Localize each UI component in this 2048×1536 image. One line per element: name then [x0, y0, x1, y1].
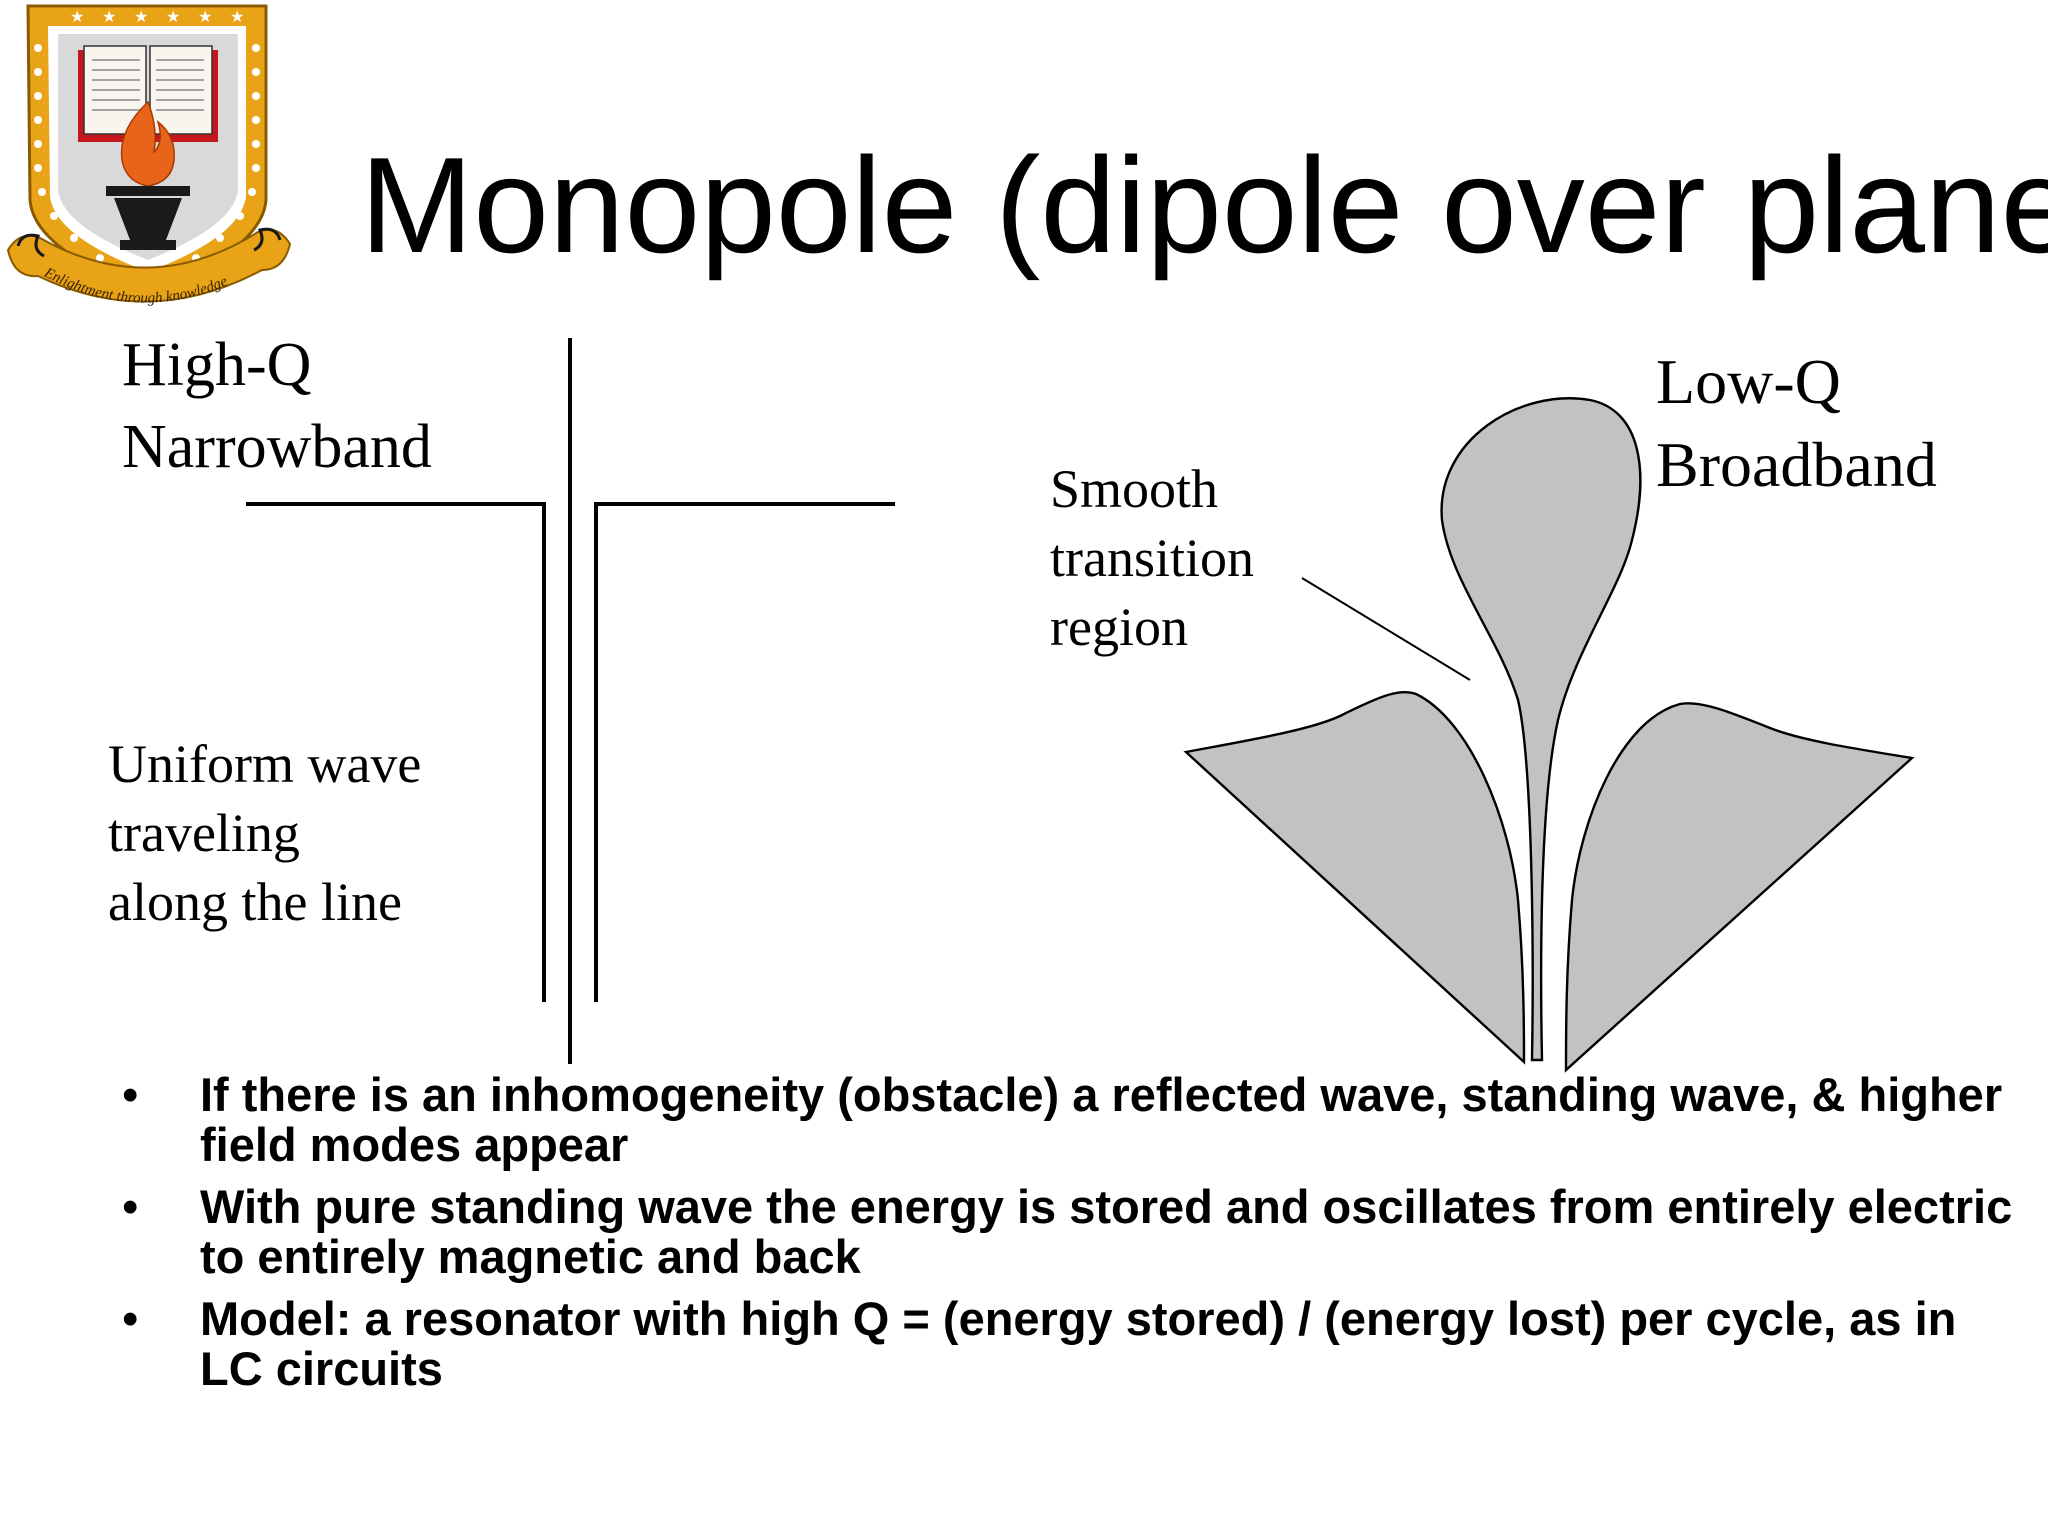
- right-ground-plane: [594, 502, 895, 1002]
- bullet-item: • Model: a resonator with high Q = (ener…: [118, 1294, 2018, 1394]
- crest-book-icon: [78, 45, 218, 142]
- bullet-text: If there is an inhomogeneity (obstacle) …: [200, 1068, 2003, 1171]
- narrowband-monopole-diagram: [246, 338, 895, 1064]
- annotation-line: along the line: [108, 872, 402, 932]
- bullet-marker: •: [122, 1180, 139, 1233]
- smooth-transition-annotation: Smooth transition region: [1050, 455, 1254, 662]
- broadband-monopole-diagram: [1183, 397, 1915, 1073]
- transition-region-pointer: [1301, 577, 1471, 681]
- institution-crest-logo: ★ ★ ★ ★ ★ ★: [6, 4, 292, 307]
- label-line: Broadband: [1656, 429, 1937, 500]
- annotation-line: Uniform wave: [108, 734, 422, 794]
- svg-text:★: ★: [166, 7, 180, 26]
- slide-title: Monopole (dipole over plane): [360, 129, 2048, 281]
- annotation-line: region: [1050, 597, 1188, 657]
- flared-radiator-element: [1440, 397, 1642, 1062]
- bullet-item: • If there is an inhomogeneity (obstacle…: [118, 1070, 2018, 1170]
- annotation-line: Smooth: [1050, 459, 1219, 519]
- crest-motto-ribbon: [6, 228, 292, 303]
- right-flared-ground-element: [1564, 702, 1915, 1073]
- label-line: Narrowband: [122, 413, 432, 481]
- left-flared-ground-element: [1183, 690, 1526, 1065]
- crest-torch-icon: [106, 186, 190, 250]
- svg-text:★: ★: [102, 7, 116, 26]
- crest-flame-icon: [120, 100, 175, 187]
- bullet-text: With pure standing wave the energy is st…: [200, 1180, 2013, 1283]
- bullet-list: • If there is an inhomogeneity (obstacle…: [118, 1070, 2018, 1406]
- bullet-marker: •: [122, 1292, 139, 1345]
- bullet-text: Model: a resonator with high Q = (energy…: [200, 1292, 1957, 1395]
- crest-stars: ★ ★ ★ ★ ★ ★: [70, 7, 244, 26]
- label-line: Low-Q: [1656, 346, 1841, 417]
- svg-text:★: ★: [198, 7, 212, 26]
- svg-text:★: ★: [230, 7, 244, 26]
- uniform-wave-annotation: Uniform wave traveling along the line: [108, 730, 421, 937]
- bullet-item: • With pure standing wave the energy is …: [118, 1182, 2018, 1282]
- label-line: High-Q: [122, 331, 312, 399]
- annotation-line: transition: [1050, 528, 1254, 588]
- left-ground-plane: [246, 502, 546, 1002]
- high-q-narrowband-label: High-Q Narrowband: [122, 324, 432, 488]
- svg-text:★: ★: [134, 7, 148, 26]
- svg-text:★: ★: [70, 7, 84, 26]
- annotation-line: traveling: [108, 803, 300, 863]
- low-q-broadband-label: Low-Q Broadband: [1656, 340, 1937, 506]
- bullet-marker: •: [122, 1068, 139, 1121]
